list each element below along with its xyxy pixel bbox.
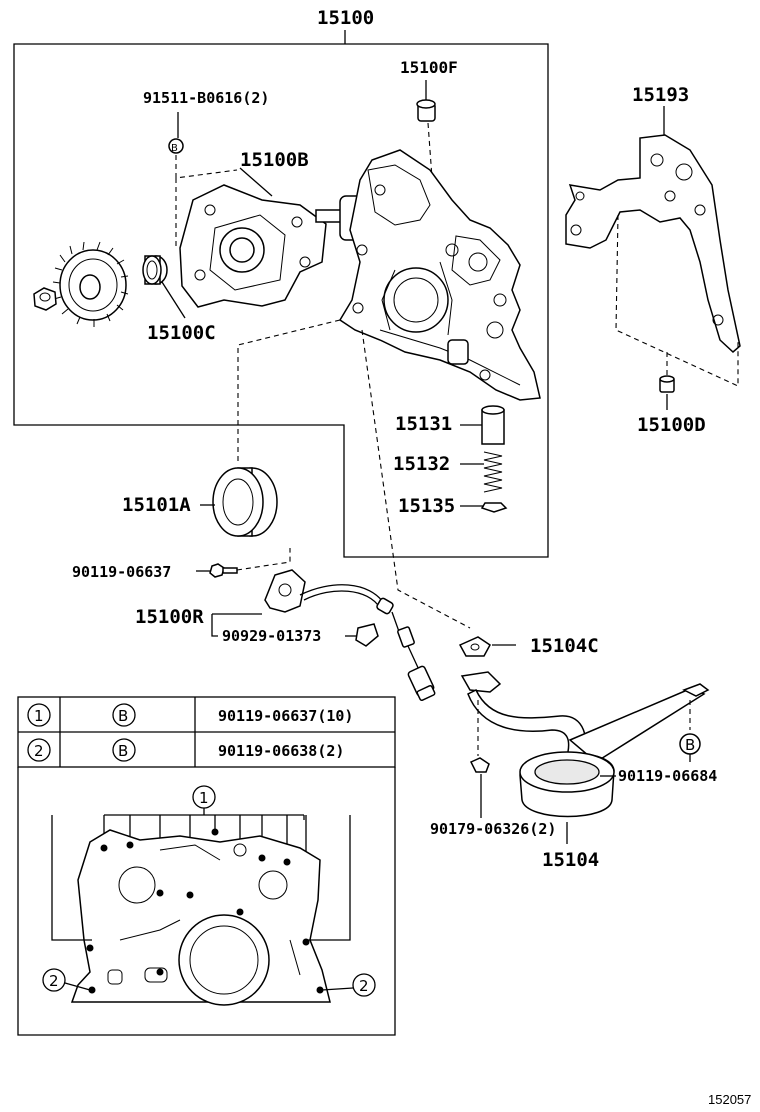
label-15131[interactable]: 15131 <box>395 413 452 435</box>
svg-text:B: B <box>171 143 178 154</box>
oil-seal-15100c[interactable] <box>142 255 168 285</box>
svg-text:2: 2 <box>49 972 59 990</box>
relief-plug-15135[interactable] <box>480 502 508 513</box>
svg-text:2: 2 <box>359 977 369 995</box>
leader-15100b <box>239 167 273 197</box>
bolt-90119-06637[interactable] <box>209 563 238 578</box>
gasket-15193[interactable] <box>565 134 741 354</box>
relief-valve-15131[interactable] <box>481 405 505 445</box>
leader-15100c <box>161 281 186 319</box>
label-90179-06326[interactable]: 90179-06326(2) <box>430 820 556 838</box>
label-90929-01373[interactable]: 90929-01373 <box>222 627 321 645</box>
table-row-2-num: 2 <box>34 742 44 760</box>
marker-2-right: 2 <box>321 973 376 997</box>
cover-bolt-locations[interactable] <box>70 828 331 1006</box>
label-15100b[interactable]: 15100B <box>240 149 309 171</box>
figure-id: 152057 <box>708 1092 751 1107</box>
label-15104[interactable]: 15104 <box>542 849 599 871</box>
dashed-guide-15101a <box>237 319 341 462</box>
label-91511-b0616[interactable]: 91511-B0616(2) <box>143 89 269 107</box>
gear-nut[interactable] <box>33 287 57 311</box>
dashed-guide-91511 <box>175 155 238 248</box>
leader-15100r <box>211 613 262 637</box>
table-row-2-part[interactable]: 90119-06638(2) <box>218 742 344 760</box>
label-90119-06684[interactable]: 90119-06684 <box>618 767 717 785</box>
table-row-1-mark: B <box>118 707 128 725</box>
drive-gear[interactable] <box>52 241 129 327</box>
marker-b-90119-06684: B <box>679 733 701 755</box>
front-cover-body[interactable] <box>338 149 541 401</box>
label-15100f[interactable]: 15100F <box>400 58 458 77</box>
svg-text:B: B <box>685 736 695 754</box>
dowel-pin-15100d[interactable] <box>659 375 675 393</box>
svg-text:1: 1 <box>199 789 209 807</box>
marker-2-left: 2 <box>42 968 91 992</box>
bolt-table <box>17 696 396 768</box>
dashed-guide-15104c <box>361 329 471 629</box>
label-15193[interactable]: 15193 <box>632 84 689 106</box>
clamp-90929-01373[interactable] <box>355 623 379 647</box>
table-row-1-num: 1 <box>34 707 44 725</box>
crank-seal-15101a[interactable] <box>212 467 278 537</box>
relief-spring-15132[interactable] <box>483 451 503 493</box>
label-15100d[interactable]: 15100D <box>637 414 706 436</box>
label-90119-06637[interactable]: 90119-06637 <box>72 563 171 581</box>
table-row-1-part[interactable]: 90119-06637(10) <box>218 707 353 725</box>
table-row[interactable]: 1 B 90119-06637(10) <box>27 703 353 727</box>
oil-strainer-15104[interactable] <box>460 671 710 818</box>
label-15100c[interactable]: 15100C <box>147 322 216 344</box>
crank-sensor-15100r[interactable] <box>264 569 436 702</box>
marker-b-91511: B <box>168 138 184 154</box>
nut-90179-06326[interactable] <box>469 757 490 773</box>
label-15135[interactable]: 15135 <box>398 495 455 517</box>
label-15132[interactable]: 15132 <box>393 453 450 475</box>
label-15100[interactable]: 15100 <box>317 7 374 29</box>
label-15100r[interactable]: 15100R <box>135 606 204 628</box>
assembly-frame-15100 <box>13 30 549 558</box>
pump-housing-15100b[interactable] <box>179 184 327 308</box>
table-row[interactable]: 2 B 90119-06638(2) <box>27 738 344 762</box>
table-row-2-mark: B <box>118 742 128 760</box>
bolt-location-frame <box>17 767 396 1036</box>
label-15104c[interactable]: 15104C <box>530 635 599 657</box>
plug-15100f[interactable] <box>416 80 436 206</box>
dashed-guide-15193 <box>615 214 739 387</box>
gasket-15104c[interactable] <box>458 636 491 657</box>
label-15101a[interactable]: 15101A <box>122 494 191 516</box>
